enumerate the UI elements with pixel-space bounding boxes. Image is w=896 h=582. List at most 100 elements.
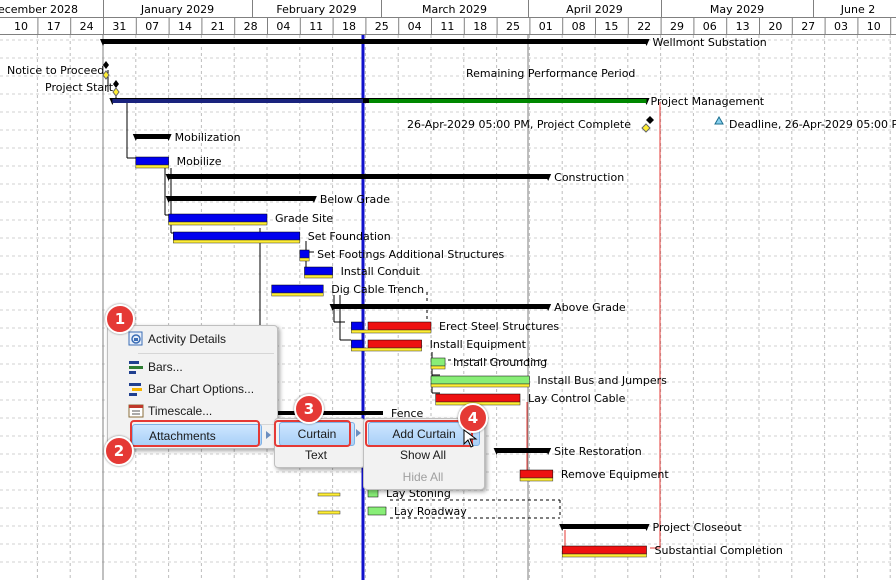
activity-install-conduit-label: Install Conduit — [341, 265, 421, 278]
menu-item-activity-details[interactable]: Activity Details — [128, 328, 273, 350]
week-label: 15 — [604, 20, 618, 33]
activity-below-grade-cap — [310, 196, 317, 203]
week-label: 14 — [178, 20, 192, 33]
week-label: 08 — [572, 20, 586, 33]
menu-item-attachments[interactable]: Attachments — [132, 424, 262, 446]
step-badge-1: 1 — [105, 304, 135, 334]
week-label: 24 — [80, 20, 94, 33]
activity-remove-equipment-label: Remove Equipment — [561, 468, 670, 481]
bars-icon — [128, 359, 144, 375]
activity-set-footings-additional-structures-bar[interactable] — [299, 249, 310, 259]
activity-set-foundation-bar[interactable] — [173, 231, 301, 241]
submenu-item-show-all[interactable]: Show All — [399, 448, 447, 462]
activity-details-icon — [128, 331, 144, 347]
timescale-icon — [128, 403, 144, 419]
activity-substantial-completion-baseline — [561, 553, 647, 558]
activity-above-grade-bar[interactable] — [332, 304, 549, 309]
activity-install-bus-and-jumpers-label: Install Bus and Jumpers — [537, 374, 667, 387]
activity-lay-stoning-label: Lay Stoning — [386, 487, 451, 500]
activity-site-restoration-cap — [545, 448, 552, 455]
activity-project-start-diamond[interactable] — [113, 80, 119, 88]
menu-separator — [138, 353, 274, 354]
week-label: 28 — [244, 20, 258, 33]
activity-wellmont-substation-bar[interactable] — [103, 39, 647, 44]
week-label: 01 — [539, 20, 553, 33]
week-label: 04 — [276, 20, 290, 33]
activity-wellmont-substation-cap — [643, 39, 650, 46]
activity-install-conduit-bar[interactable] — [304, 266, 333, 276]
activity-below-grade-bar[interactable] — [168, 196, 314, 201]
activity-notice-to-proceed-baseline — [102, 70, 110, 80]
step-badge-3: 3 — [294, 394, 324, 424]
activity-mobilization-label: Mobilization — [175, 131, 241, 144]
activity-erect-steel-structures-bar[interactable] — [367, 321, 432, 331]
menu-item-bar-chart-options[interactable]: Bar Chart Options... — [129, 378, 273, 400]
activity-26-apr-2029-05-00-pm-project-complete-diamond[interactable] — [646, 116, 654, 124]
menu-item-bars[interactable]: Bars... — [129, 356, 273, 378]
submenu-item-text[interactable]: Text — [304, 448, 327, 462]
activity-fence-bar[interactable] — [275, 411, 383, 415]
activity-remove-equipment-bar[interactable] — [519, 469, 554, 479]
activity-site-restoration-cap — [493, 448, 500, 455]
activity-notice-to-proceed-label: Notice to Proceed — [7, 64, 104, 77]
activity-lay-control-cable-bar[interactable] — [435, 393, 521, 403]
activity-install-grounding-bar[interactable] — [430, 357, 446, 367]
activity-project-start-label: Project Start — [45, 81, 114, 94]
activity-lay-roadway-bar[interactable] — [367, 506, 387, 516]
activity-erect-steel-structures-actual[interactable] — [351, 321, 364, 331]
activity-grade-site-bar[interactable] — [168, 213, 268, 223]
activity-lay-control-cable-label: Lay Control Cable — [528, 392, 626, 405]
activity-site-restoration-bar[interactable] — [496, 448, 549, 453]
month-label: March 2029 — [422, 3, 487, 16]
activity-mobilize-label: Mobilize — [177, 155, 222, 168]
week-label: 17 — [47, 20, 61, 33]
activity-project-closeout-label: Project Closeout — [653, 521, 743, 534]
activity-dig-cable-trench-label: Dig Cable Trench — [331, 283, 424, 296]
week-label: 07 — [145, 20, 159, 33]
activity-above-grade-cap — [545, 304, 552, 311]
activity-fence-label: Fence — [391, 407, 424, 420]
week-label: 10 — [867, 20, 881, 33]
activity-set-footings-additional-structures-baseline — [299, 257, 310, 262]
week-label: 03 — [834, 20, 848, 33]
menu-item-timescale[interactable]: Timescale... — [128, 400, 273, 422]
activity-mobilization-bar[interactable] — [135, 134, 169, 139]
month-label: January 2029 — [140, 3, 214, 16]
activity-dig-cable-trench-bar[interactable] — [271, 284, 324, 294]
activity-install-equipment-bar[interactable] — [367, 339, 422, 349]
week-label: 10 — [14, 20, 28, 33]
submenu-item-hide-all: Hide All — [402, 470, 444, 484]
submenu-arrow-icon — [266, 431, 271, 439]
activity-substantial-completion-bar[interactable] — [561, 545, 647, 555]
activity-below-grade-label: Below Grade — [320, 193, 390, 206]
week-label: 25 — [375, 20, 389, 33]
activity-wellmont-substation-label: Wellmont Substation — [653, 36, 767, 49]
highlight-add-curtain — [365, 420, 473, 447]
activity-project-closeout-bar[interactable] — [562, 524, 647, 529]
week-label: 31 — [112, 20, 126, 33]
activity-mobilize-bar[interactable] — [135, 156, 169, 166]
activity-26-apr-2029-05-00-pm-project-complete-label: 26-Apr-2029 05:00 PM, Project Complete — [407, 118, 631, 131]
activity-above-grade-label: Above Grade — [554, 301, 626, 314]
activity-project-management-label: Project Management — [651, 95, 765, 108]
activity-install-bus-and-jumpers-bar[interactable] — [430, 375, 530, 385]
activity-install-equipment-actual[interactable] — [351, 339, 364, 349]
activity-install-grounding-baseline — [430, 365, 446, 370]
activity-lay-stoning-bar[interactable] — [367, 488, 379, 498]
activity-below-grade-cap — [165, 196, 172, 203]
activity-notice-to-proceed-diamond[interactable] — [103, 61, 109, 69]
week-label: 27 — [801, 20, 815, 33]
activity-remove-equipment-baseline — [519, 477, 554, 482]
month-label: February 2029 — [276, 3, 356, 16]
activity-lay-roadway-baseline — [317, 510, 341, 515]
week-label: 04 — [408, 20, 422, 33]
activity-set-footings-additional-structures-label: Set Footings Additional Structures — [317, 248, 504, 261]
activity-dig-cable-trench-baseline — [271, 292, 324, 297]
curtain-submenu: Add Curtain Show All Hide All — [363, 418, 485, 490]
activity-construction-bar[interactable] — [168, 174, 549, 179]
activity-lay-roadway-label: Lay Roadway — [394, 505, 467, 518]
activity-project-start-baseline — [112, 87, 120, 97]
week-label: 06 — [703, 20, 717, 33]
month-label: April 2029 — [566, 3, 623, 16]
